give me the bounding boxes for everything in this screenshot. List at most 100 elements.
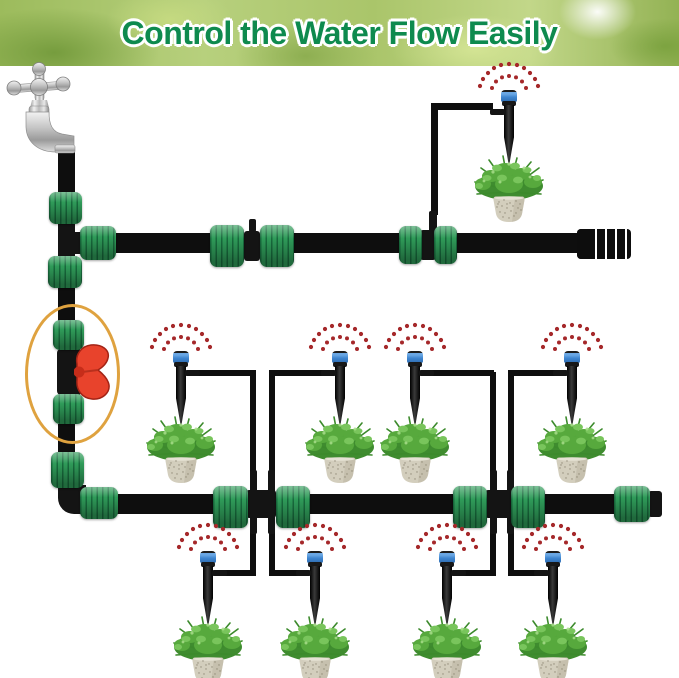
- pot-icon: [190, 656, 226, 678]
- dripper-collar: [546, 562, 560, 567]
- dripper-cap: [200, 551, 216, 563]
- highlight-circle: [25, 304, 120, 444]
- spray-droplets-icon: [149, 321, 213, 355]
- stake-spike: [442, 566, 452, 628]
- drip-tube: [269, 570, 301, 576]
- green-nut: [260, 225, 294, 267]
- barb-outlet: [553, 370, 568, 376]
- drip-tube: [225, 570, 256, 576]
- pipe-segment: [113, 233, 212, 253]
- pipe-segment: [309, 494, 455, 514]
- drip-tube: [250, 512, 256, 574]
- dripper-stake-unit: [300, 321, 380, 485]
- pot-icon: [491, 195, 527, 223]
- drip-tube: [490, 372, 496, 494]
- dripper-collar: [308, 562, 322, 567]
- stake-spike: [567, 366, 577, 428]
- drip-tube: [508, 570, 540, 576]
- drip-tube: [464, 570, 496, 576]
- dripper-collar: [201, 562, 215, 567]
- green-nut: [213, 486, 248, 528]
- barb-outlet: [212, 570, 227, 576]
- barb-outlet: [321, 370, 336, 376]
- barb-outlet: [451, 570, 466, 576]
- green-nut: [49, 192, 82, 224]
- green-nut: [210, 225, 244, 267]
- barb-outlet: [534, 570, 549, 576]
- pipe-segment: [114, 494, 214, 514]
- pipe-segment: [455, 233, 579, 253]
- pipe-segment: [544, 494, 616, 514]
- green-nut: [434, 226, 457, 264]
- green-nut: [276, 486, 310, 528]
- green-nut: [453, 486, 487, 528]
- dripper-stake-unit: [275, 521, 355, 678]
- dripper-stake-unit: [532, 321, 612, 485]
- dripper-cap: [332, 351, 348, 363]
- spray-droplets-icon: [308, 321, 372, 355]
- stake-spike: [203, 566, 213, 628]
- drip-tube: [490, 512, 496, 574]
- drip-tube: [269, 372, 275, 494]
- stake-spike: [310, 566, 320, 628]
- dripper-cap: [307, 551, 323, 563]
- dripper-stake-unit: [469, 60, 549, 224]
- pot-icon: [429, 656, 465, 678]
- barbed-end-plug: [577, 229, 631, 259]
- spray-droplets-icon: [383, 321, 447, 355]
- pipe-segment: [58, 150, 75, 196]
- drip-tube: [432, 370, 494, 376]
- dripper-collar: [174, 362, 188, 367]
- drip-tube: [508, 512, 514, 574]
- green-nut: [614, 486, 650, 522]
- green-nut: [399, 226, 422, 264]
- barb-outlet: [490, 109, 505, 115]
- drip-tube: [508, 372, 514, 494]
- dripper-cap: [407, 351, 423, 363]
- dripper-stake-unit: [407, 521, 487, 678]
- drip-tube: [508, 370, 558, 376]
- spray-droplets-icon: [283, 521, 347, 555]
- drip-tube: [196, 370, 256, 376]
- dripper-stake-unit: [141, 321, 221, 485]
- drip-tube: [431, 103, 438, 215]
- spray-droplets-icon: [176, 521, 240, 555]
- drip-tube: [250, 372, 256, 494]
- dripper-collar: [440, 562, 454, 567]
- water-faucet-icon: [6, 62, 76, 154]
- green-nut: [511, 486, 545, 528]
- drip-tube: [431, 103, 493, 110]
- pot-icon: [163, 456, 199, 484]
- dripper-collar: [333, 362, 347, 367]
- spray-droplets-icon: [415, 521, 479, 555]
- barb-outlet: [185, 370, 200, 376]
- dripper-stake-unit: [168, 521, 248, 678]
- green-nut: [51, 452, 84, 488]
- spray-droplets-icon: [540, 321, 604, 355]
- dripper-collar: [502, 101, 516, 106]
- dripper-stake-unit: [513, 521, 593, 678]
- dripper-collar: [408, 362, 422, 367]
- banner: Control the Water Flow Easily: [0, 0, 679, 66]
- dripper-stake-unit: [375, 321, 455, 485]
- green-nut: [80, 226, 116, 260]
- barb-outlet: [296, 570, 311, 576]
- pot-icon: [397, 456, 433, 484]
- page-title: Control the Water Flow Easily: [121, 15, 558, 51]
- dripper-cap: [564, 351, 580, 363]
- stake-spike: [335, 366, 345, 428]
- drip-tube: [269, 512, 275, 574]
- green-nut: [80, 487, 118, 519]
- pipe-segment: [292, 233, 401, 253]
- dripper-cap: [173, 351, 189, 363]
- green-nut: [48, 256, 82, 288]
- stake-spike: [548, 566, 558, 628]
- dripper-cap: [545, 551, 561, 563]
- stake-spike: [504, 105, 514, 167]
- spray-droplets-icon: [521, 521, 585, 555]
- drip-tube: [269, 370, 325, 376]
- pot-icon: [535, 656, 571, 678]
- dripper-collar: [565, 362, 579, 367]
- dripper-cap: [439, 551, 455, 563]
